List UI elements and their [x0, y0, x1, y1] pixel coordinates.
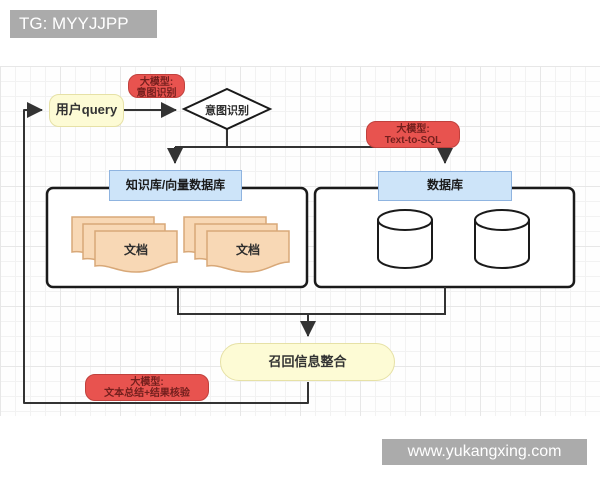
documents-stack-icon: [183, 216, 290, 273]
document-shape: [206, 230, 290, 273]
loop-back-connector: [23, 102, 309, 404]
recall-merge-node[interactable]: 召回信息整合: [220, 343, 395, 381]
user-query-node[interactable]: 用户query: [49, 94, 124, 127]
llm-summary-verify-badge-line1: 大模型:: [130, 377, 164, 388]
intent-decision-label: 意图识别: [205, 105, 249, 117]
cylinder-top: [377, 209, 433, 231]
document-label-left: 文档: [123, 243, 148, 257]
document-shape: [94, 230, 178, 273]
database-cylinder-icon: [474, 209, 530, 269]
cylinder-body: [377, 219, 433, 269]
llm-summary-verify-badge: 大模型: 文本总结+结果核验: [85, 374, 209, 401]
website-watermark-banner: www.yukangxing.com: [382, 439, 587, 465]
database-container-box: [313, 186, 576, 289]
llm-text-to-sql-badge: 大模型: Text-to-SQL: [366, 121, 460, 148]
llm-text-to-sql-badge-line2: Text-to-SQL: [384, 135, 442, 146]
telegram-watermark-banner: TG: MYYJJPP: [10, 10, 157, 38]
llm-intent-badge: 大模型: 意图识别: [128, 74, 185, 99]
database-header: 数据库: [378, 171, 512, 201]
llm-intent-badge-line1: 大模型:: [139, 77, 174, 88]
llm-intent-badge-line2: 意图识别: [136, 88, 177, 99]
intent-decision-diamond: [181, 87, 273, 131]
llm-text-to-sql-badge-line1: 大模型:: [396, 124, 430, 135]
llm-summary-verify-badge-line2: 文本总结+结果核验: [104, 388, 190, 399]
documents-stack-icon: [71, 216, 178, 273]
database-cylinder-icon: [377, 209, 433, 269]
cylinder-top: [474, 209, 530, 231]
cylinder-body: [474, 219, 530, 269]
document-label-right: 文档: [235, 243, 260, 257]
knowledge-base-header: 知识库/向量数据库: [109, 170, 242, 201]
